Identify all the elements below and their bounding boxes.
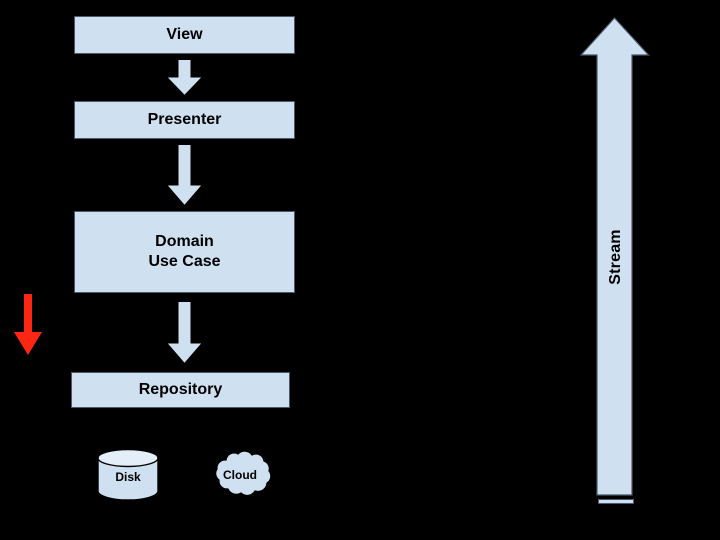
disk-label: Disk xyxy=(115,470,141,484)
stream-label: Stream xyxy=(607,229,624,285)
node-domain-use-case[interactable]: Domain Use Case xyxy=(74,211,295,293)
cloud-label: Cloud xyxy=(223,468,257,482)
arrow-view-to-presenter-icon xyxy=(168,60,201,95)
cloud-icon[interactable] xyxy=(206,448,274,502)
red-down-arrow-icon xyxy=(13,294,43,356)
node-presenter[interactable]: Presenter xyxy=(74,101,295,139)
stream-tail-line xyxy=(598,499,634,504)
arrow-domain-to-repository-icon xyxy=(168,302,201,364)
node-repository[interactable]: Repository xyxy=(71,372,290,408)
disk-icon[interactable] xyxy=(97,449,159,500)
stream-arrow-icon xyxy=(580,17,650,497)
node-view[interactable]: View xyxy=(74,16,295,54)
arrow-presenter-to-domain-icon xyxy=(168,145,201,205)
